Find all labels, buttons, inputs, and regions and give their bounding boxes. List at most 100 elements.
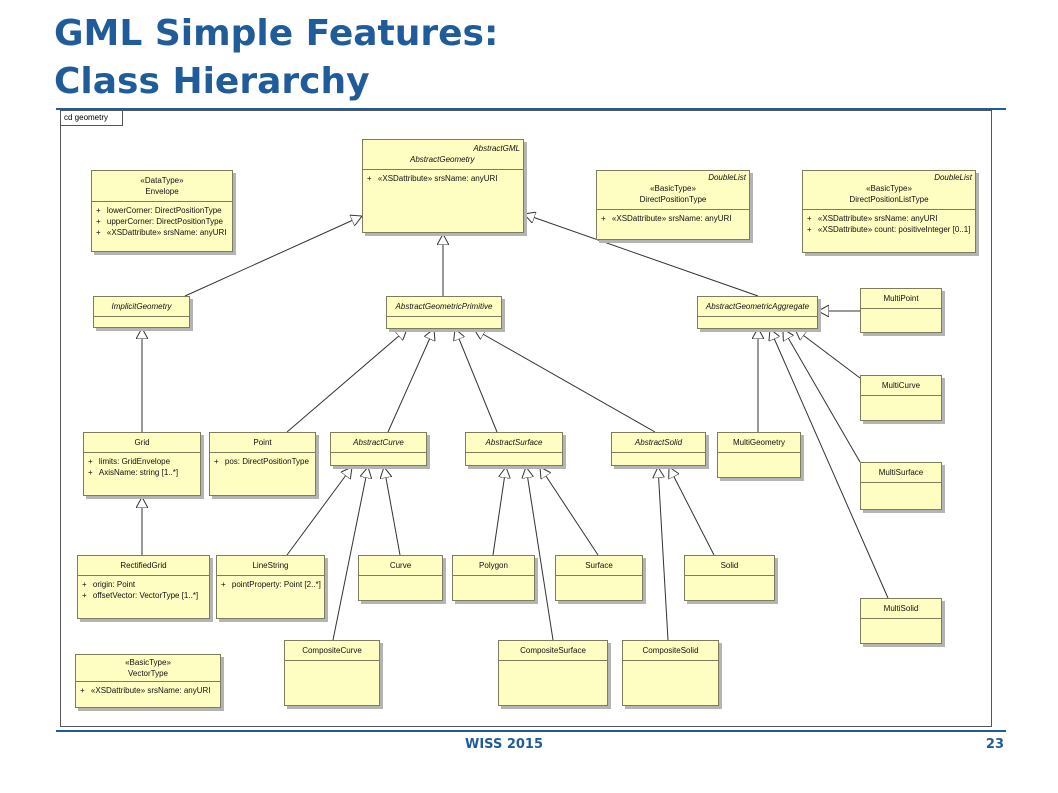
vector-type-name: VectorType xyxy=(127,669,169,678)
abstract-geometry-attribute: «XSDattribute» srsName: anyURI xyxy=(367,173,519,184)
class-polygon[interactable]: Polygon xyxy=(452,555,535,601)
envelope-stereotype: «DataType» xyxy=(140,176,184,185)
gen-multi-surface-to-aggregate xyxy=(783,329,861,463)
line-string-attribute: pointProperty: Point [2..*] xyxy=(221,579,321,590)
gen-implicit-geometry-to-abstract-geometry xyxy=(184,216,362,297)
abstract-curve-name: AbstractCurve xyxy=(353,438,404,447)
envelope-name: Envelope xyxy=(145,187,179,196)
abstract-geometry-tagged-value: AbstractGML xyxy=(473,144,520,153)
class-curve[interactable]: Curve xyxy=(358,555,443,601)
page-number: 23 xyxy=(985,737,1004,752)
abstract-geometry-name: AbstractGeometry xyxy=(410,155,475,164)
vector-type-stereotype: «BasicType» xyxy=(125,658,171,667)
line-string-name: LineString xyxy=(252,561,289,570)
class-abstract-surface[interactable]: AbstractSurface xyxy=(465,432,563,466)
rectified-grid-name: RectifiedGrid xyxy=(120,561,167,570)
gen-curve-to-abstract-curve xyxy=(384,467,401,556)
gen-abstract-curve-to-primitive xyxy=(387,329,434,433)
class-multi-geometry[interactable]: MultiGeometry xyxy=(717,432,801,478)
composite-curve-name: CompositeCurve xyxy=(302,646,362,655)
gen-point-to-primitive xyxy=(286,329,407,433)
class-composite-surface[interactable]: CompositeSurface xyxy=(498,640,608,706)
polygon-name: Polygon xyxy=(479,561,508,570)
class-line-string[interactable]: LineString pointProperty: Point [2..*] xyxy=(216,555,325,619)
class-composite-solid[interactable]: CompositeSolid xyxy=(622,640,719,706)
gen-composite-solid-to-abstract-solid xyxy=(658,467,669,641)
direct-position-list-type-tagged-value: DoubleList xyxy=(934,173,972,182)
slide-title-line-1: GML Simple Features: xyxy=(54,13,499,54)
implicit-geometry-name: ImplicitGeometry xyxy=(111,302,172,311)
class-abstract-geometric-primitive[interactable]: AbstractGeometricPrimitive xyxy=(386,296,502,329)
gen-surface-to-abstract-surface xyxy=(540,467,599,556)
direct-position-type-name: DirectPositionType xyxy=(639,195,707,204)
diagram-frame xyxy=(60,110,992,727)
solid-name: Solid xyxy=(720,561,739,570)
composite-solid-name: CompositeSolid xyxy=(642,646,699,655)
abstract-geometric-aggregate-name: AbstractGeometricAggregate xyxy=(705,302,810,311)
gen-multi-solid-to-aggregate xyxy=(770,329,889,599)
envelope-attribute: lowerCorner: DirectPositionType xyxy=(96,205,228,216)
rectified-grid-attribute: origin: Point xyxy=(82,579,205,590)
abstract-solid-name: AbstractSolid xyxy=(634,438,683,447)
gen-composite-curve-to-abstract-curve xyxy=(332,467,368,641)
title-divider xyxy=(56,108,1006,110)
direct-position-type-stereotype: «BasicType» xyxy=(650,184,696,193)
gen-multi-curve-to-aggregate xyxy=(795,329,861,379)
class-multi-curve[interactable]: MultiCurve xyxy=(860,375,942,421)
direct-position-list-type-attribute: «XSDattribute» count: positiveInteger [0… xyxy=(807,224,971,235)
class-multi-point[interactable]: MultiPoint xyxy=(860,288,942,333)
grid-attribute: AxisName: string [1..*] xyxy=(88,467,196,478)
abstract-surface-name: AbstractSurface xyxy=(485,438,543,447)
class-abstract-solid[interactable]: AbstractSolid xyxy=(611,432,706,466)
class-rectified-grid[interactable]: RectifiedGrid origin: Point offsetVector… xyxy=(77,555,210,619)
grid-attribute: limits: GridEnvelope xyxy=(88,456,196,467)
direct-position-list-type-name: DirectPositionListType xyxy=(849,195,929,204)
class-envelope[interactable]: «DataType» Envelope lowerCorner: DirectP… xyxy=(91,170,233,252)
surface-name: Surface xyxy=(585,561,613,570)
multi-solid-name: MultiSolid xyxy=(883,604,919,613)
class-direct-position-type[interactable]: DoubleList «BasicType» DirectPositionTyp… xyxy=(596,170,750,240)
gen-composite-surface-to-abstract-surface xyxy=(526,467,554,641)
class-vector-type[interactable]: «BasicType» VectorType «XSDattribute» sr… xyxy=(75,654,221,708)
class-surface[interactable]: Surface xyxy=(555,555,643,601)
curve-name: Curve xyxy=(389,561,412,570)
class-direct-position-list-type[interactable]: DoubleList «BasicType» DirectPositionLis… xyxy=(802,170,976,253)
gen-aggregate-to-abstract-geometry xyxy=(524,214,759,297)
direct-position-type-tagged-value: DoubleList xyxy=(708,173,746,182)
class-grid[interactable]: Grid limits: GridEnvelope AxisName: stri… xyxy=(83,432,201,496)
multi-curve-name: MultiCurve xyxy=(881,381,921,390)
point-attribute: pos: DirectPositionType xyxy=(214,456,311,467)
multi-point-name: MultiPoint xyxy=(883,294,919,303)
envelope-attribute: upperCorner: DirectPositionType xyxy=(96,216,228,227)
grid-name: Grid xyxy=(134,438,150,447)
class-abstract-geometric-aggregate[interactable]: AbstractGeometricAggregate xyxy=(697,296,818,329)
direct-position-list-type-attribute: «XSDattribute» srsName: anyURI xyxy=(807,213,971,224)
gen-polygon-to-abstract-surface xyxy=(492,467,506,556)
point-name: Point xyxy=(253,438,272,447)
vector-type-attribute: «XSDattribute» srsName: anyURI xyxy=(80,685,216,696)
class-implicit-geometry[interactable]: ImplicitGeometry xyxy=(93,296,190,328)
gen-abstract-surface-to-primitive xyxy=(455,329,498,433)
class-solid[interactable]: Solid xyxy=(684,555,775,601)
class-abstract-geometry[interactable]: AbstractGML AbstractGeometry «XSDattribu… xyxy=(362,139,524,233)
direct-position-type-attribute: «XSDattribute» srsName: anyURI xyxy=(601,213,745,224)
direct-position-list-type-stereotype: «BasicType» xyxy=(866,184,912,193)
class-point[interactable]: Point pos: DirectPositionType xyxy=(209,432,316,496)
diagram-frame-label: cd geometry xyxy=(61,111,124,126)
slide-title: GML Simple Features: Class Hierarchy xyxy=(54,10,498,106)
envelope-attribute: «XSDattribute» srsName: anyURI xyxy=(96,227,228,238)
class-abstract-curve[interactable]: AbstractCurve xyxy=(330,432,427,466)
footer-event: WISS 2015 xyxy=(465,737,544,752)
class-composite-curve[interactable]: CompositeCurve xyxy=(284,640,380,706)
footer-divider xyxy=(56,730,1006,732)
class-multi-surface[interactable]: MultiSurface xyxy=(860,462,942,510)
composite-surface-name: CompositeSurface xyxy=(520,646,586,655)
rectified-grid-attribute: offsetVector: VectorType [1..*] xyxy=(82,590,205,601)
multi-surface-name: MultiSurface xyxy=(878,468,924,477)
gen-solid-to-abstract-solid xyxy=(669,467,715,556)
class-multi-solid[interactable]: MultiSolid xyxy=(860,598,942,644)
multi-geometry-name: MultiGeometry xyxy=(732,438,785,447)
abstract-geometric-primitive-name: AbstractGeometricPrimitive xyxy=(395,302,493,311)
gen-abstract-solid-to-primitive xyxy=(474,329,656,433)
